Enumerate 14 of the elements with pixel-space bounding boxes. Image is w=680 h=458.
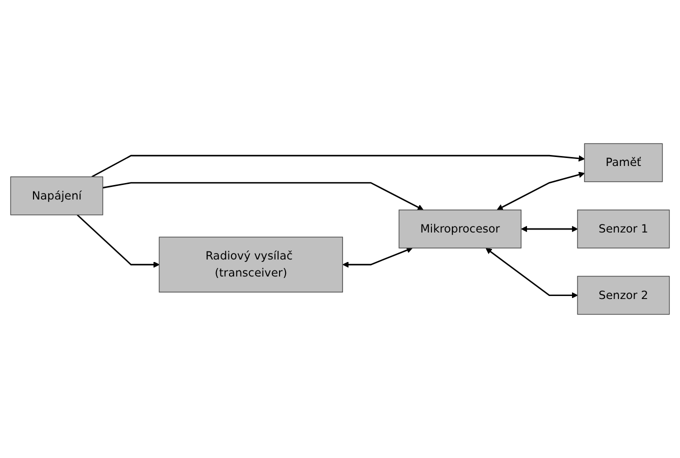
node-box: [577, 276, 670, 315]
node-box: [584, 143, 663, 182]
node-box: [158, 236, 343, 292]
node-box: [10, 176, 104, 216]
arrow: [521, 226, 578, 232]
node-box: [398, 210, 522, 248]
arrow: [486, 248, 578, 298]
arrow: [76, 214, 160, 268]
arrow: [342, 247, 413, 268]
block-diagram: Napájení Radiový vysílač (transceiver) Mikroprocesor Paměť Senzor 1 Senzor 2: [5, 138, 675, 320]
arrow: [92, 154, 585, 178]
node-box: [577, 210, 670, 248]
arrow: [102, 182, 424, 210]
arrow: [496, 172, 585, 210]
